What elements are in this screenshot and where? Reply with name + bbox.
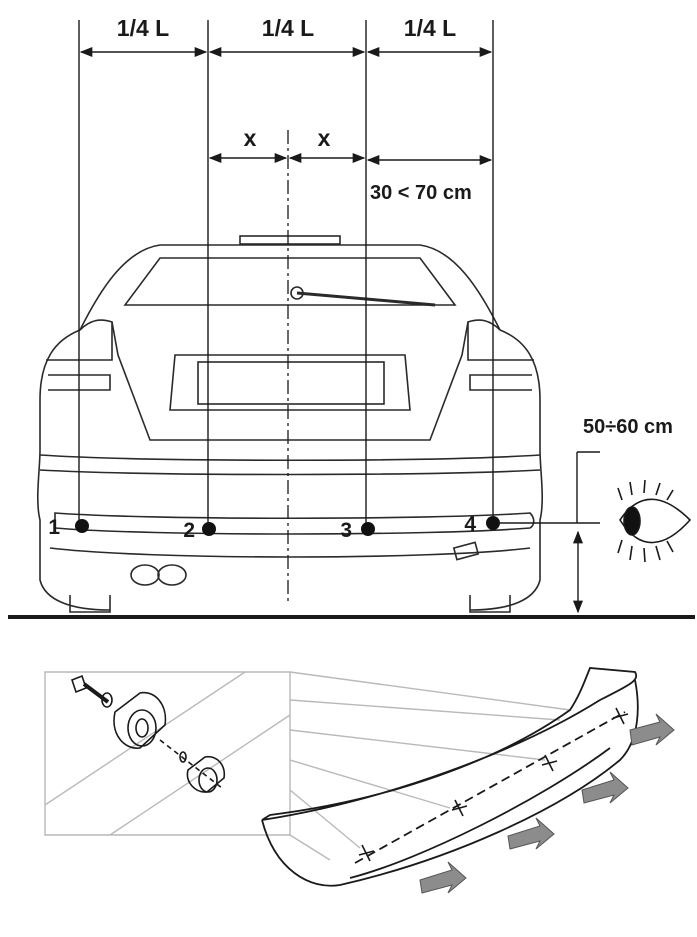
sensor-2: 2 — [183, 519, 216, 542]
x-label-right: x — [318, 125, 331, 151]
sensor-label-3: 3 — [340, 519, 352, 542]
sensor-guide-lines — [78, 20, 494, 528]
height-dimension — [498, 451, 600, 614]
drill-hole-markers — [358, 707, 629, 862]
sensor-label-4: 4 — [464, 513, 476, 536]
eye-icon — [617, 479, 692, 563]
sensor-3: 3 — [340, 519, 375, 542]
edge-distance-label: 30 < 70 cm — [370, 182, 472, 204]
quarter-label-3: 1/4 L — [404, 15, 456, 41]
sensor-assembly-detail — [44, 671, 571, 861]
x-label-left: x — [244, 125, 257, 151]
sensor-label-2: 2 — [183, 519, 195, 542]
push-arrows — [419, 713, 675, 894]
car-rear-view — [36, 235, 544, 613]
sensor-housing-parts — [71, 674, 226, 793]
quarter-label-1: 1/4 L — [117, 15, 169, 41]
quarter-label-2: 1/4 L — [262, 15, 314, 41]
sensor-1: 1 — [48, 516, 89, 539]
height-range-label: 50÷60 cm — [583, 416, 673, 438]
sensor-label-1: 1 — [48, 516, 60, 539]
sensor-4: 4 — [464, 513, 500, 536]
x-dimension-arrows — [208, 152, 493, 166]
